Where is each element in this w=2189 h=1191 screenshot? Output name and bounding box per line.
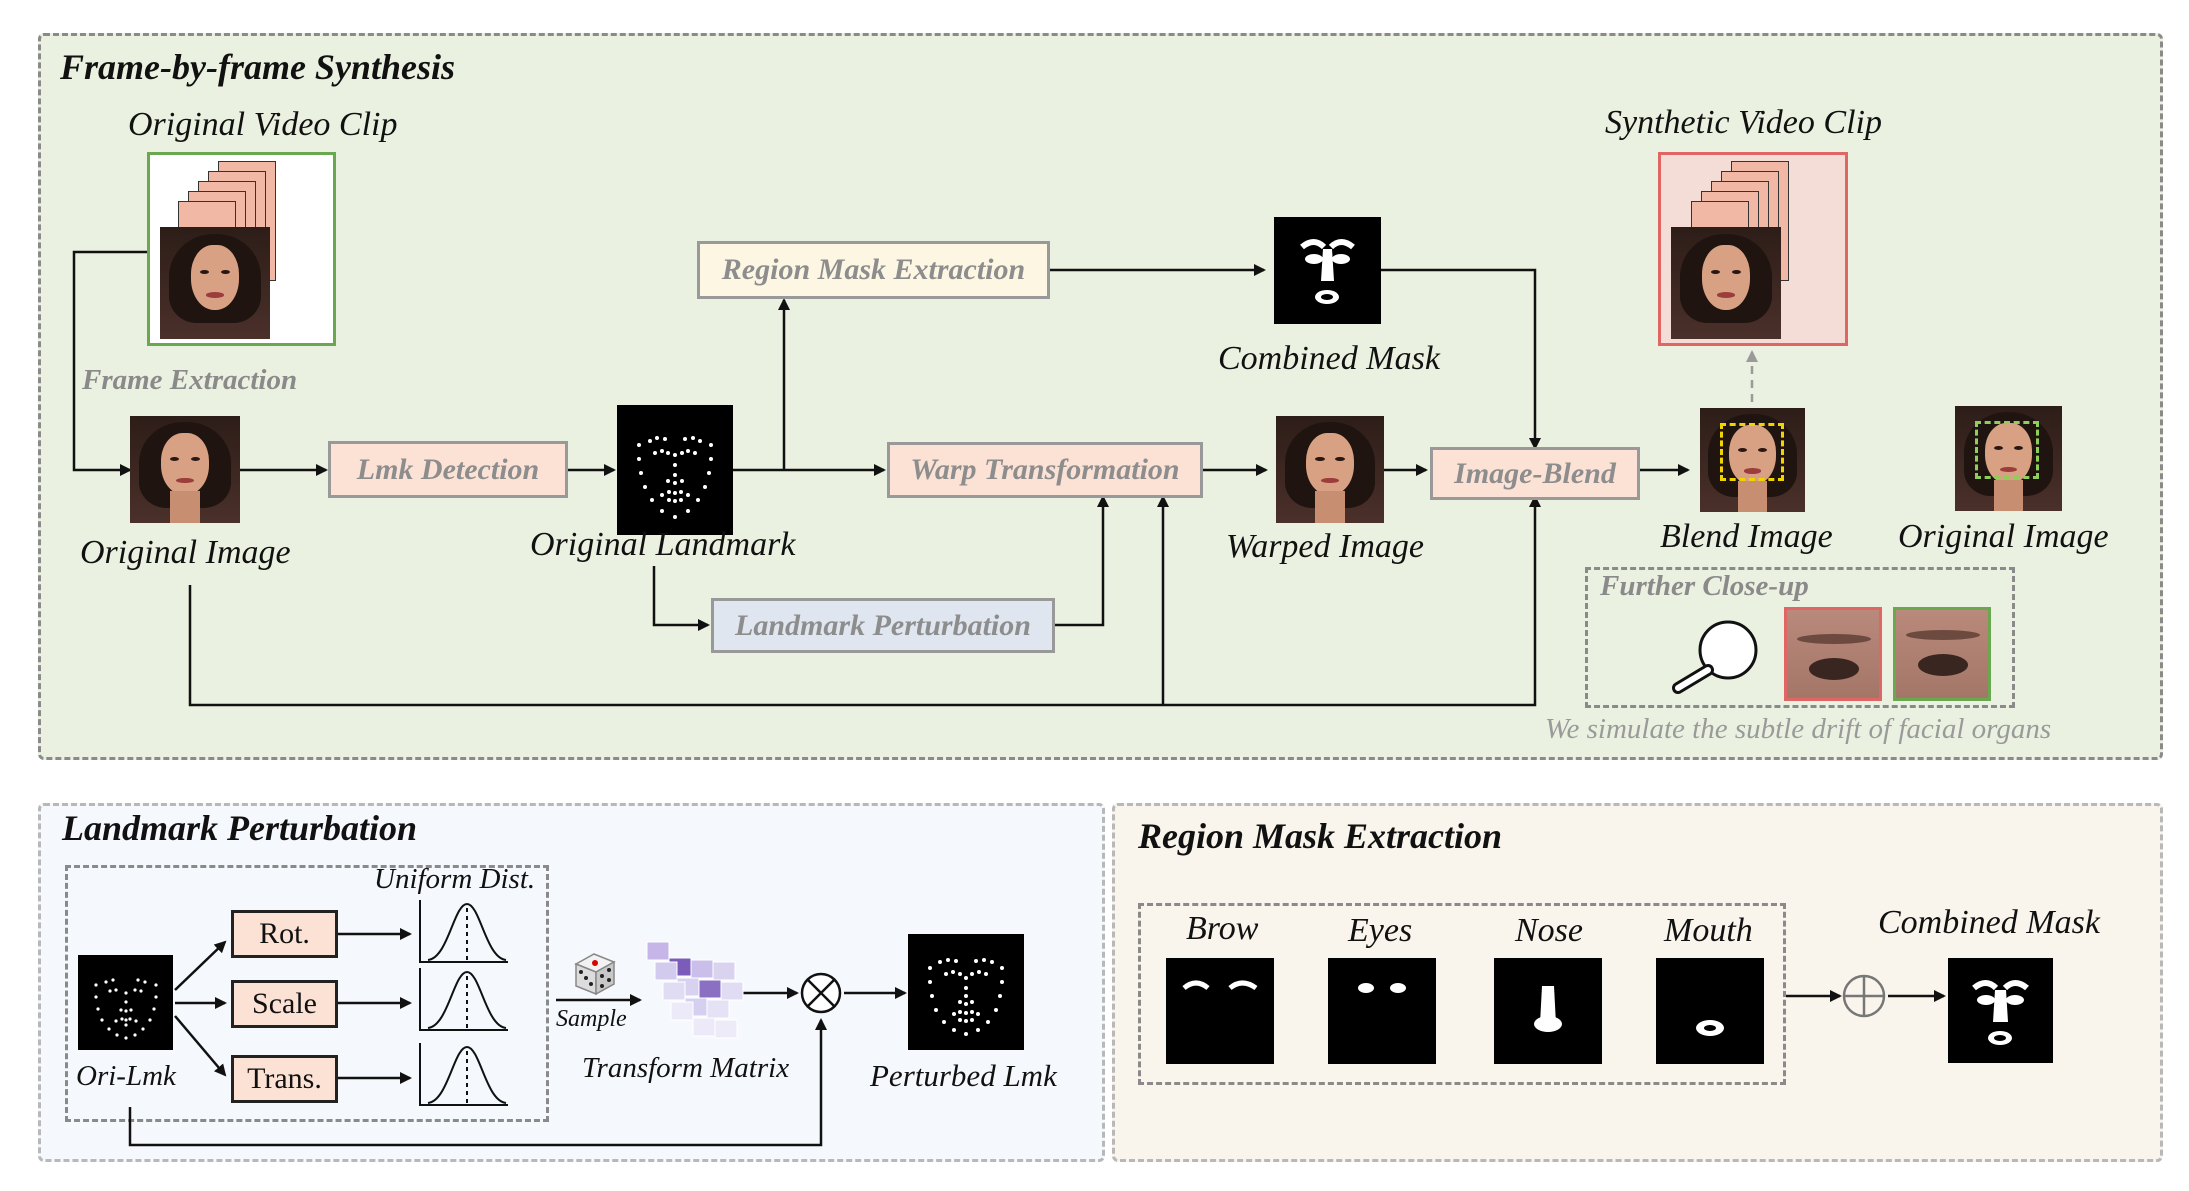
brow-mask-image — [1166, 958, 1274, 1064]
nose-mask-image — [1494, 958, 1602, 1064]
label-sample: Sample — [556, 1006, 627, 1032]
label-perturbed-lmk: Perturbed Lmk — [870, 1058, 1057, 1093]
label-warped-image: Warped Image — [1226, 528, 1424, 565]
original-image — [130, 416, 240, 523]
original-image-right — [1955, 406, 2062, 511]
perturbed-lmk-image — [908, 934, 1024, 1050]
label-nose: Nose — [1515, 912, 1583, 949]
further-closeup-box — [1585, 567, 2015, 708]
arrow-clip-to-image — [72, 250, 147, 476]
transform-matrix-image — [646, 941, 744, 1039]
original-landmark-image — [617, 405, 733, 535]
oplus-icon — [1842, 974, 1886, 1018]
uniform-dist-plots — [419, 900, 508, 1106]
label-original-image: Original Image — [80, 534, 291, 571]
dice-icon — [574, 953, 616, 996]
trans-box: Trans. — [231, 1055, 338, 1103]
blend-image — [1700, 408, 1805, 512]
warped-image — [1276, 416, 1384, 523]
process-lmk-detection: Lmk Detection — [328, 441, 568, 498]
panel-title-region-mask: Region Mask Extraction — [1138, 816, 1503, 856]
label-ori-lmk: Ori-Lmk — [76, 1060, 176, 1092]
combined-mask-image — [1274, 217, 1381, 324]
process-region-mask-extraction: Region Mask Extraction — [697, 241, 1050, 299]
arrow-lmk-to-rot — [174, 940, 227, 991]
region-masks-dashed-region — [1138, 903, 1786, 1085]
label-combined-mask: Combined Mask — [1218, 340, 1440, 377]
perturb-dashed-region — [65, 865, 549, 1122]
closeup-original-eye — [1893, 607, 1991, 701]
label-original-landmark: Original Landmark — [530, 526, 796, 563]
arrow-combined-to-blend — [1380, 268, 1541, 450]
mouth-mask-image — [1656, 958, 1764, 1064]
synthetic-face-image — [1671, 227, 1781, 339]
clip-face-image — [160, 227, 270, 339]
arrow-perturb-to-warp — [1055, 495, 1109, 627]
label-further-closeup: Further Close-up — [1600, 570, 1809, 602]
original-video-clip — [147, 152, 336, 346]
label-mouth: Mouth — [1664, 912, 1753, 949]
arrow-image-feedback — [188, 495, 1541, 707]
otimes-icon — [800, 972, 842, 1014]
eyes-mask-image — [1328, 958, 1436, 1064]
original-region-box — [1975, 421, 2039, 479]
rot-box: Rot. — [231, 910, 338, 958]
arrow-landmark-to-perturb — [652, 566, 710, 631]
label-uniform-dist: Uniform Dist. — [374, 863, 536, 895]
magnifier-icon — [1672, 620, 1758, 694]
label-eyes: Eyes — [1348, 912, 1413, 949]
process-warp-transformation: Warp Transformation — [887, 442, 1203, 498]
closeup-blend-eye — [1784, 607, 1882, 701]
arrow-orilmk-to-otimes — [128, 1018, 827, 1147]
label-combined-mask-rm: Combined Mask — [1878, 904, 2100, 941]
label-blend-image: Blend Image — [1660, 518, 1833, 555]
synthetic-video-clip — [1658, 152, 1848, 346]
label-transform-matrix: Transform Matrix — [582, 1052, 790, 1084]
label-original-image-right: Original Image — [1898, 518, 2109, 555]
arrow-lmk-to-trans — [174, 1015, 227, 1077]
process-image-blend: Image-Blend — [1430, 447, 1640, 500]
scale-box: Scale — [231, 980, 338, 1028]
caption-drift: We simulate the subtle drift of facial o… — [1545, 713, 2052, 745]
label-frame-extraction: Frame Extraction — [82, 364, 298, 396]
process-landmark-perturbation: Landmark Perturbation — [711, 598, 1055, 653]
combined-mask-rm-image — [1948, 958, 2053, 1063]
label-synthetic-video-clip: Synthetic Video Clip — [1605, 104, 1882, 141]
label-original-video-clip: Original Video Clip — [128, 106, 398, 143]
panel-title-landmark-perturbation: Landmark Perturbation — [62, 808, 418, 848]
blend-region-box — [1720, 423, 1784, 481]
panel-title-frame-synthesis: Frame-by-frame Synthesis — [60, 47, 455, 87]
ori-lmk-image — [78, 955, 173, 1050]
label-brow: Brow — [1186, 910, 1259, 947]
